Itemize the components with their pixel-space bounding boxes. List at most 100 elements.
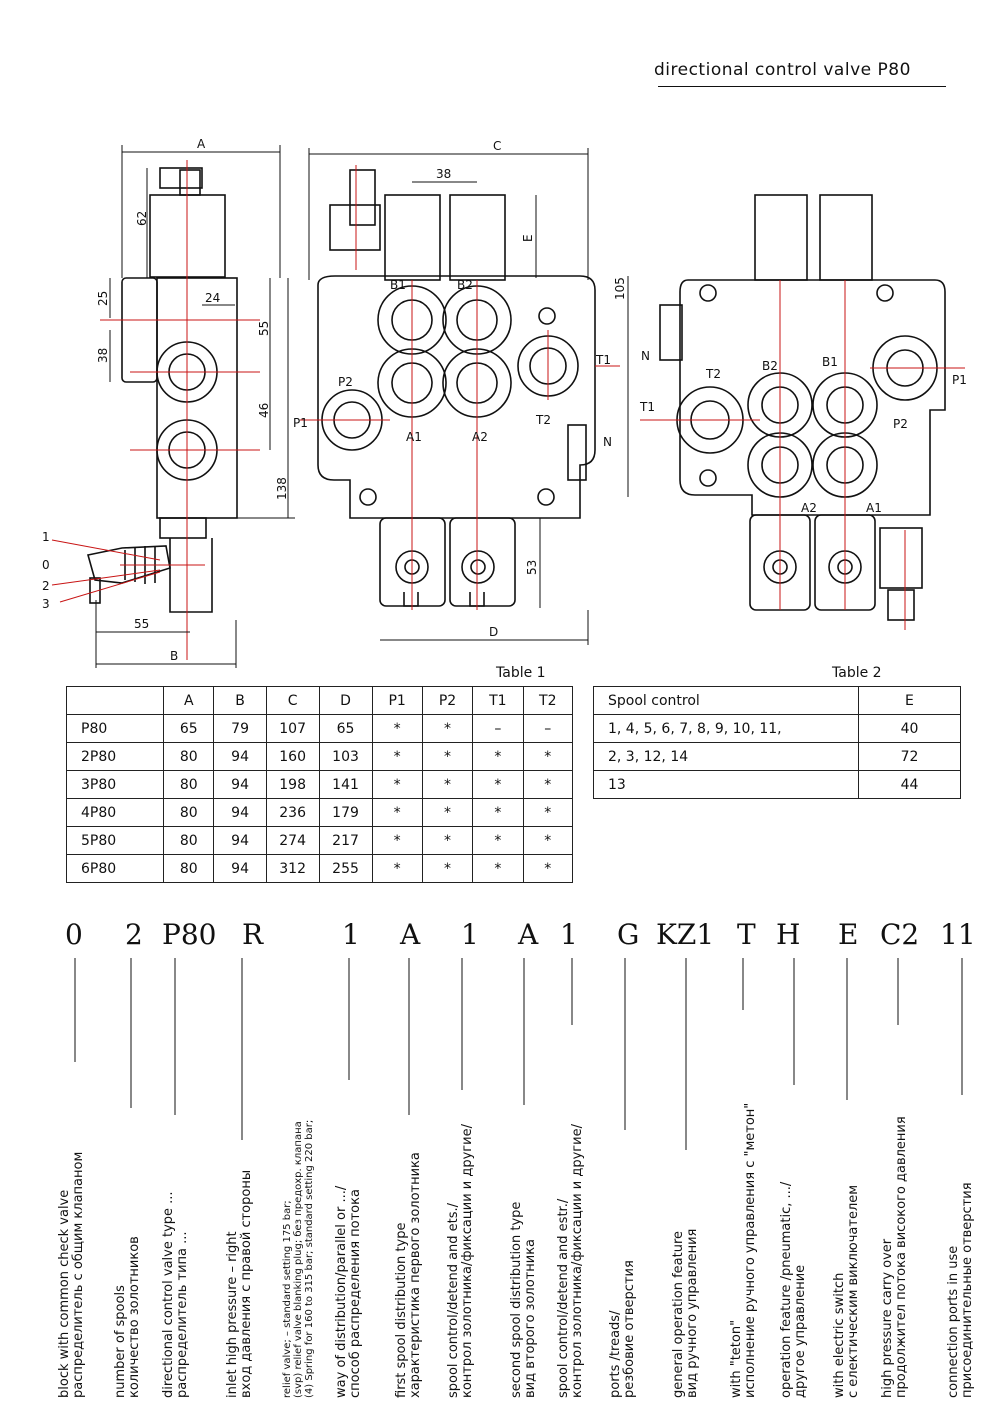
code-segment: A [400, 918, 421, 951]
code-segment: 2 [125, 918, 143, 951]
legend-line: second spool distribution type [509, 1201, 524, 1398]
table1-header-cell: T1 [472, 686, 524, 715]
dim-B: B [170, 649, 178, 663]
table2-row: 1, 4, 5, 6, 7, 8, 9, 10, 11,40 [593, 714, 962, 743]
port-B1: B1 [390, 278, 406, 292]
dim-C: C [493, 139, 501, 153]
legend-line: другое управление [793, 1264, 808, 1398]
table1-cell: 94 [213, 854, 267, 883]
table1-cell: 5P80 [65, 826, 165, 855]
table1-cell: 141 [318, 770, 373, 799]
legend-item-l4: relief valve; – standard setting 175 bar… [282, 1120, 315, 1398]
legend-line: with "teton" [729, 1319, 744, 1398]
table1-header-cell: D [318, 686, 373, 715]
rear-port-A2: A2 [801, 501, 817, 515]
table1-cell: P80 [65, 714, 165, 743]
table2-cell: 1, 4, 5, 6, 7, 8, 9, 10, 11, [593, 714, 859, 743]
rear-port-A1: A1 [866, 501, 882, 515]
port-P1: P1 [293, 416, 308, 430]
table2-cell: 72 [857, 742, 962, 771]
table1-cell: 179 [318, 798, 373, 827]
legend-item-l2: directional control valve type ...распре… [161, 1191, 190, 1398]
table2-cell: 44 [857, 770, 962, 799]
dim-D: D [489, 625, 498, 639]
table1-cell: * [371, 714, 423, 743]
table1-cell: – [472, 714, 524, 743]
table1-cell: 94 [213, 770, 267, 799]
table2-caption: Table 2 [832, 665, 882, 681]
table1-cell: 80 [163, 826, 215, 855]
dim-A: A [197, 137, 206, 151]
legend-line: spool control/detend and ets./ [446, 1202, 461, 1398]
table2-header-cell: Spool control [593, 686, 859, 715]
port-N: N [603, 435, 612, 449]
port-P2: P2 [338, 375, 353, 389]
table1-cell: * [472, 770, 524, 799]
table1-cell: * [421, 770, 474, 799]
dim-53: 53 [525, 560, 539, 575]
legend-line: контрол золотника/фиксации и другие/ [460, 1124, 475, 1398]
table1-cell: 94 [213, 742, 267, 771]
table2-cell: 2, 3, 12, 14 [593, 742, 859, 771]
table1-cell: * [421, 826, 474, 855]
table1-caption: Table 1 [496, 665, 546, 681]
legend-item-l10: ports /treads/резбовие отверстия [608, 1260, 637, 1398]
table1-cell: 80 [163, 854, 215, 883]
rear-port-T1: T1 [639, 400, 655, 414]
legend-line: распределитель с общим клапаном [71, 1151, 86, 1398]
table1-cell: 4P80 [65, 798, 165, 827]
dim-E: E [521, 234, 535, 242]
legend-line: number of spools [113, 1285, 128, 1398]
port-A1: A1 [406, 430, 422, 444]
legend-line: high pressure carry over [880, 1238, 895, 1398]
legend-line: connection ports in use [946, 1245, 961, 1398]
port-B2: B2 [457, 278, 473, 292]
table1-cell: * [522, 798, 574, 827]
table1-cell: * [421, 742, 474, 771]
table1-cell: 312 [265, 854, 320, 883]
code-segment: T [737, 918, 756, 951]
table1-cell: 6P80 [65, 854, 165, 883]
title-underline [658, 86, 946, 87]
table1-cell: 80 [163, 798, 215, 827]
port-T1: T1 [595, 353, 611, 367]
legend-item-l13: operation feature /pneumatic, .../другое… [779, 1182, 808, 1398]
code-segment: A [518, 918, 539, 951]
legend-line: (4) Spring for 160 to 315 bar; standard … [304, 1119, 315, 1398]
legend-line: способ распределения потока [348, 1189, 363, 1398]
page-title: directional control valve P80 [654, 60, 911, 80]
table1-header-cell: T2 [522, 686, 574, 715]
table1-cell: 94 [213, 826, 267, 855]
table1-header-cell: B [213, 686, 267, 715]
legend-line: контрол золотника/фиксации и другие/ [570, 1124, 585, 1398]
table1-cell: * [472, 742, 524, 771]
side-view [86, 167, 238, 613]
table1-cell: 274 [265, 826, 320, 855]
table1-header-cell: P1 [371, 686, 423, 715]
table1-cell: 80 [163, 770, 215, 799]
table1-cell: 94 [213, 798, 267, 827]
code-segment: P80 [162, 918, 217, 951]
table1-cell: 107 [265, 714, 320, 743]
table1-cell: * [472, 798, 524, 827]
table1-cell: * [522, 742, 574, 771]
table2-cell: 13 [593, 770, 859, 799]
legend-line: продолжител потока високого давления [894, 1116, 909, 1398]
dim-38a: 38 [96, 348, 110, 363]
table1-cell: * [371, 854, 423, 883]
table1-header-cell: P2 [421, 686, 474, 715]
rear-port-P1: P1 [952, 373, 967, 387]
code-segment: 0 [65, 918, 83, 951]
legend-line: directional control valve type ... [161, 1191, 176, 1398]
